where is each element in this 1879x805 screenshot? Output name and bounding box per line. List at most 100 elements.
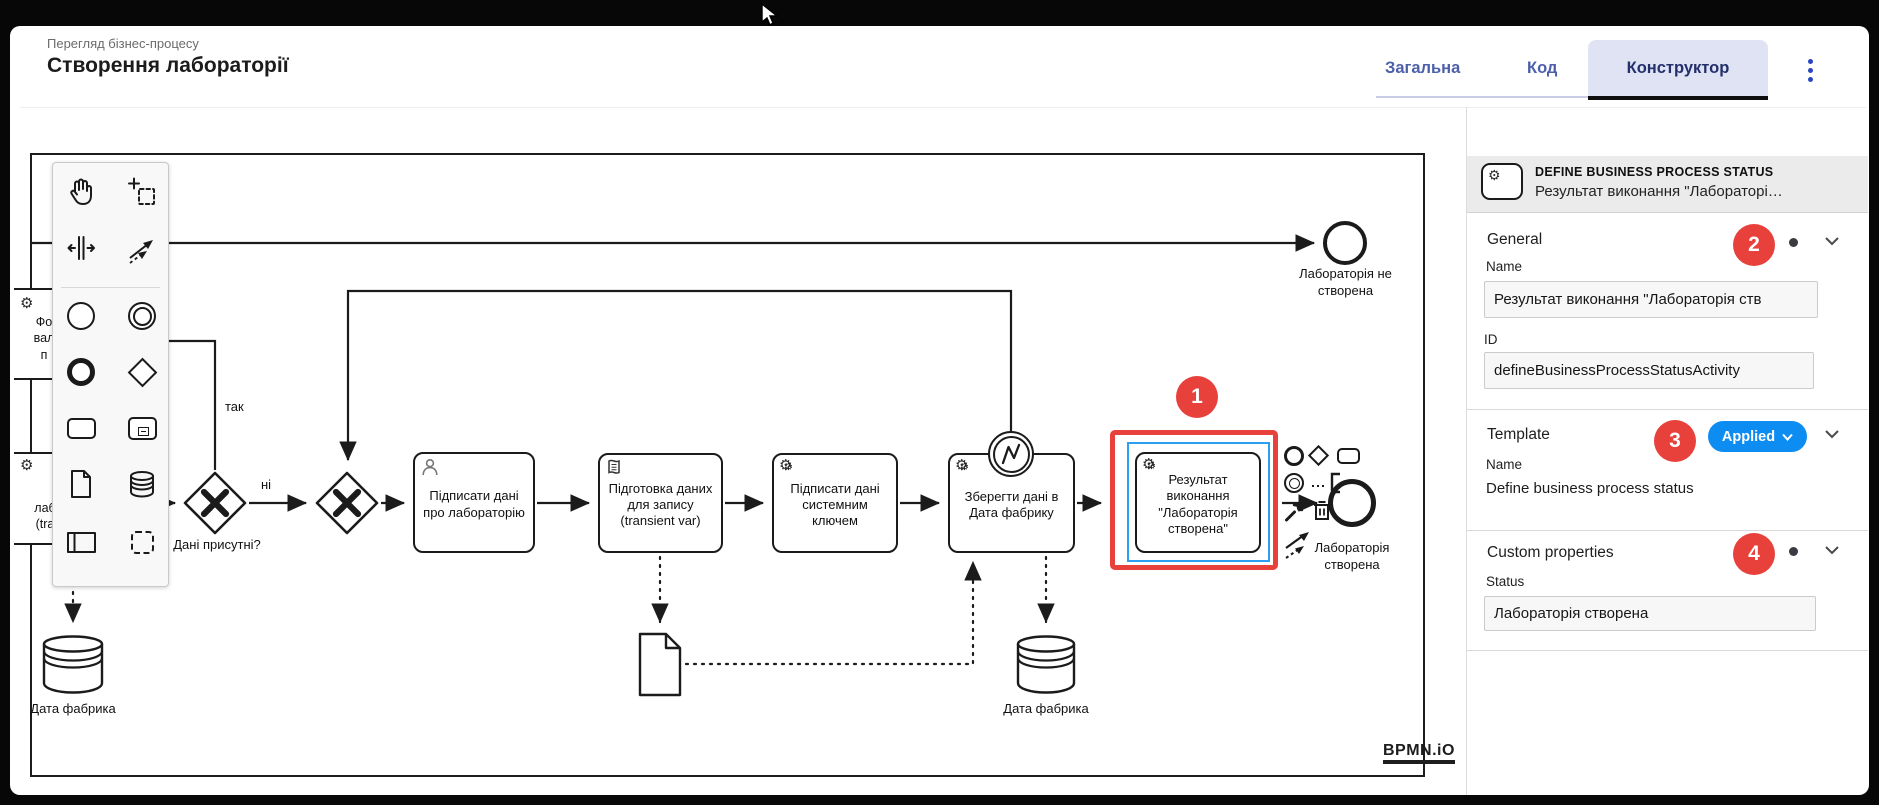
- service-task-icon: ⚙: [20, 295, 34, 312]
- datastore-left-shape[interactable]: [40, 633, 106, 695]
- create-data-object-icon[interactable]: [64, 467, 98, 501]
- tabs-underline: [1376, 96, 1768, 98]
- page-title: Створення лабораторії: [47, 54, 289, 77]
- global-connect-tool-icon[interactable]: [125, 231, 159, 265]
- tab-active-indicator: [1588, 96, 1768, 100]
- end-event-not-created[interactable]: [1323, 221, 1367, 265]
- header-divider: [20, 107, 1866, 108]
- id-input[interactable]: [1484, 352, 1814, 389]
- breadcrumb: Перегляд бізнес-процесу: [47, 36, 199, 51]
- text-annotation-icon[interactable]: [1310, 472, 1346, 496]
- script-icon: [608, 459, 620, 474]
- service-task-icon: ⚙: [20, 457, 34, 474]
- annotation-badge-3: 3: [1654, 420, 1696, 462]
- create-end-event-icon[interactable]: [64, 355, 98, 389]
- tab-code[interactable]: Код: [1527, 59, 1558, 77]
- hand-tool-icon[interactable]: [64, 175, 98, 209]
- chevron-down-icon: [1782, 433, 1793, 441]
- trash-icon[interactable]: [1311, 498, 1333, 523]
- edge-label-yes: так: [225, 399, 244, 414]
- template-name-label: Name: [1486, 457, 1523, 472]
- status-input[interactable]: [1484, 596, 1816, 631]
- create-start-event-icon[interactable]: [64, 299, 98, 333]
- end-event-created[interactable]: [1328, 479, 1376, 527]
- service-task-badge-icon: ⚙: [1481, 163, 1523, 200]
- chevron-down-icon[interactable]: [1824, 429, 1840, 439]
- annotation-badge-4: 4: [1733, 533, 1775, 575]
- bpmn-io-watermark[interactable]: BPMN.iO: [1383, 742, 1455, 764]
- gateway-merge[interactable]: [315, 471, 379, 535]
- flow-error-return[interactable]: [339, 289, 1013, 462]
- section-custom-title: Custom properties: [1487, 544, 1614, 561]
- create-gateway-icon[interactable]: [125, 355, 159, 389]
- create-task-icon[interactable]: [64, 411, 98, 445]
- panel-template-title: DEFINE BUSINESS PROCESS STATUS: [1535, 165, 1774, 179]
- datastore-left-label: Дата фабрика: [30, 701, 116, 716]
- append-task-icon[interactable]: [1337, 448, 1360, 464]
- end-event-not-created-label: Лабораторія не створена: [1299, 266, 1392, 298]
- service-task-define-status-selected[interactable]: ⚙ ⚙ Результат виконання "Лабораторія ств…: [1135, 452, 1261, 553]
- append-gateway-icon[interactable]: [1307, 444, 1330, 467]
- user-icon: [422, 458, 438, 476]
- service-task-sign-system-key[interactable]: ⚙ ⚙ Підписати дані системним ключем: [772, 453, 898, 553]
- palette-divider: [61, 287, 160, 288]
- id-field-label: ID: [1484, 332, 1498, 347]
- error-lightning-icon: [1001, 443, 1021, 465]
- section-divider: [1467, 530, 1868, 531]
- chevron-down-icon[interactable]: [1824, 545, 1840, 555]
- create-group-icon[interactable]: [125, 525, 159, 559]
- service-task-icon: ⚙: [1142, 456, 1156, 473]
- wrench-icon[interactable]: [1284, 501, 1304, 523]
- gateway-label: Дані присутні?: [173, 537, 261, 552]
- annotation-badge-2: 2: [1733, 224, 1775, 266]
- name-input[interactable]: [1484, 281, 1818, 318]
- chevron-down-icon[interactable]: [1824, 236, 1840, 246]
- end-event-created-label: Лабораторія створена: [1314, 540, 1390, 572]
- partial-task-a-text: Фо: [35, 315, 53, 329]
- datastore-right-label: Дата фабрика: [1003, 701, 1089, 716]
- service-task-icon-small: ⚙: [960, 462, 969, 473]
- section-template-title: Template: [1487, 426, 1550, 443]
- lasso-tool-icon[interactable]: [125, 175, 159, 209]
- service-task-icon-small: ⚙: [784, 462, 793, 473]
- edge-label-no: ні: [261, 477, 272, 492]
- datastore-right-shape[interactable]: [1014, 633, 1078, 695]
- data-object-shape[interactable]: [637, 632, 683, 697]
- tab-general[interactable]: Загальна: [1385, 59, 1461, 77]
- template-name-value: Define business process status: [1486, 480, 1694, 497]
- partial-task-b-text: лаб: [34, 501, 56, 515]
- selection-outline: [1127, 442, 1270, 562]
- append-intermediate-event-icon[interactable]: [1284, 473, 1304, 493]
- tab-constructor[interactable]: Конструктор: [1588, 40, 1768, 96]
- gateway-data-present[interactable]: [183, 471, 247, 535]
- user-task-sign-lab-data[interactable]: Підписати дані про лабораторію: [413, 452, 535, 553]
- section-modified-dot: [1789, 238, 1798, 247]
- panel-divider: [1466, 107, 1467, 795]
- space-tool-icon[interactable]: [64, 231, 98, 265]
- service-task-icon: ⚙: [779, 457, 793, 474]
- boundary-error-event[interactable]: [988, 431, 1034, 477]
- context-pad: [1284, 444, 1376, 568]
- template-applied-pill[interactable]: Applied: [1708, 421, 1807, 452]
- status-field-label: Status: [1486, 574, 1525, 589]
- create-participant-icon[interactable]: [64, 525, 98, 559]
- create-subprocess-icon[interactable]: [125, 411, 159, 445]
- annotation-badge-1: 1: [1176, 376, 1218, 418]
- create-intermediate-event-icon[interactable]: [125, 299, 159, 333]
- section-general-title: General: [1487, 231, 1543, 248]
- kebab-menu-icon[interactable]: [1802, 55, 1818, 89]
- association-doc-task4[interactable]: [684, 560, 982, 666]
- mouse-cursor-icon: [761, 3, 779, 27]
- connect-flow-icon[interactable]: [1284, 530, 1314, 562]
- name-field-label: Name: [1486, 259, 1523, 274]
- create-data-store-icon[interactable]: [125, 467, 159, 501]
- section-divider: [1467, 650, 1868, 651]
- service-task-icon: ⚙: [955, 457, 969, 474]
- annotation-highlight-box: [1110, 430, 1278, 570]
- script-task-prepare-data[interactable]: Підготовка даних для запису (transient v…: [598, 453, 723, 553]
- properties-panel-header: ⚙ DEFINE BUSINESS PROCESS STATUS Результ…: [1467, 156, 1868, 213]
- append-end-event-icon[interactable]: [1284, 446, 1304, 466]
- bpmn-palette: [52, 162, 169, 587]
